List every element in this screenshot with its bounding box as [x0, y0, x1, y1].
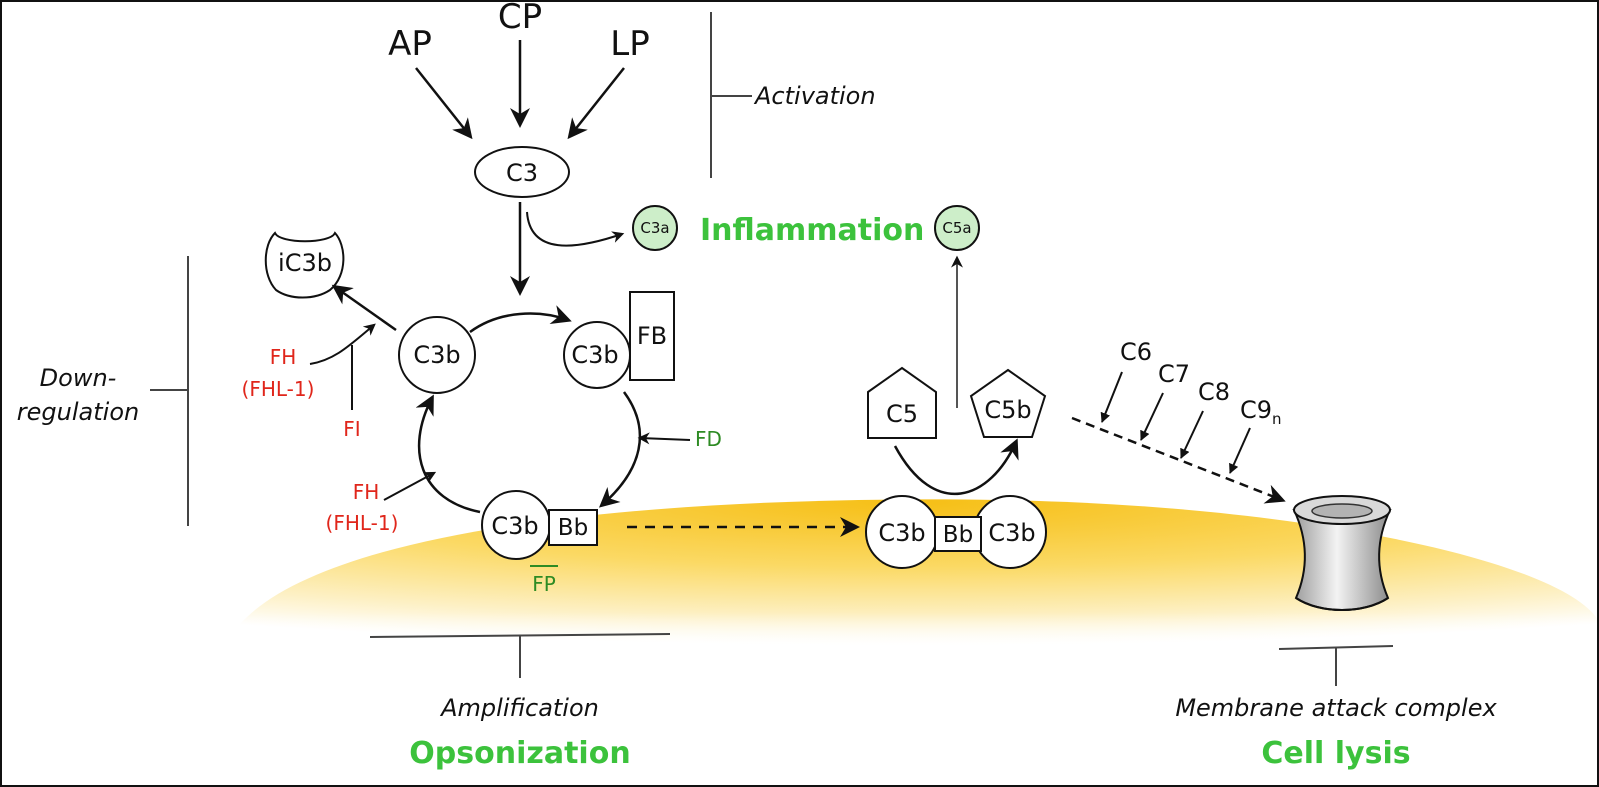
c3a-node: [632, 205, 678, 251]
c6-label: C6: [1120, 338, 1152, 366]
c5a-node: [934, 205, 980, 251]
lp-label: LP: [610, 24, 649, 64]
ap-label: AP: [388, 24, 432, 64]
c3b-to-c3bfb-arrow: [469, 305, 572, 334]
fh-upper-arrow: [309, 323, 376, 365]
cp-label: CP: [498, 0, 542, 37]
c5-node: [867, 366, 937, 439]
fh-label-upper: FH: [270, 345, 297, 369]
ic3b-node: [264, 231, 345, 299]
mac-pore-icon: [1292, 495, 1392, 611]
c3b-to-ic3b-arrow: [331, 284, 397, 332]
c5conv-c3b-left-label: C3b: [878, 519, 925, 547]
mac-bracket: [1278, 645, 1394, 686]
c3-node: [474, 146, 570, 198]
c3a-label: C3a: [640, 219, 669, 237]
c5-convertase: [865, 495, 1047, 569]
c6-arrow: [1100, 371, 1123, 423]
c7-label: C7: [1158, 360, 1190, 388]
c8-arrow: [1180, 410, 1204, 459]
mac-label: Membrane attack complex: [1175, 694, 1497, 722]
amplification-label: Amplification: [439, 694, 599, 722]
c5b-label: C5b: [984, 396, 1031, 424]
mac-assembly-arrow: [1071, 416, 1286, 504]
c5b-node: [969, 368, 1047, 438]
c3bbb-c3b-label: C3b: [491, 512, 538, 540]
c3b-node: [398, 316, 476, 394]
activation-bracket: [710, 12, 752, 178]
downregulation-bracket: [150, 256, 189, 526]
c7-arrow: [1140, 392, 1164, 441]
c8-label: C8: [1198, 378, 1230, 406]
lp-arrow: [567, 67, 625, 140]
fh-lower-arrow: [383, 471, 437, 501]
fh-label-lower: FH: [353, 480, 380, 504]
amplification-bracket: [369, 633, 671, 678]
c3b-fb-complex: [563, 291, 675, 389]
downregulation-label-1: Down-: [40, 364, 117, 392]
bb-label: Bb: [558, 515, 588, 541]
fhl1-label-upper: (FHL-1): [242, 377, 315, 401]
c3a-release-arrow: [526, 211, 625, 247]
c9-label: C9n: [1240, 396, 1282, 428]
ap-arrow: [415, 67, 473, 140]
c3bfb-to-c3bbb-arrow: [598, 391, 642, 508]
c5-label: C5: [886, 400, 918, 428]
fd-label: FD: [695, 427, 722, 451]
fb-label: FB: [637, 322, 667, 350]
c5conv-c3b-right-label: C3b: [988, 519, 1035, 547]
fi-label: FI: [343, 417, 360, 441]
opsonization-label: Opsonization: [409, 736, 630, 771]
activation-label: Activation: [753, 82, 876, 110]
ic3b-label: iC3b: [278, 249, 332, 277]
c3b-label: C3b: [413, 341, 460, 369]
c5conv-bb-label: Bb: [943, 522, 973, 548]
c3b-fb-c3b-label: C3b: [571, 341, 618, 369]
c3-label: C3: [506, 159, 538, 187]
c3b-bb-convertase: [481, 490, 598, 560]
fhl1-label-lower: (FHL-1): [326, 511, 399, 535]
c5a-label: C5a: [942, 219, 971, 237]
cell-lysis-label: Cell lysis: [1261, 736, 1410, 771]
inflammation-label: Inflammation: [700, 213, 924, 248]
c5-cleavage-arrow: [893, 438, 1019, 496]
fd-arrow: [637, 432, 691, 445]
c3bbb-to-c3b-arrow: [415, 394, 481, 514]
c9-arrow: [1229, 427, 1251, 474]
fp-label: FP: [532, 572, 556, 596]
downregulation-label-2: regulation: [17, 398, 139, 426]
